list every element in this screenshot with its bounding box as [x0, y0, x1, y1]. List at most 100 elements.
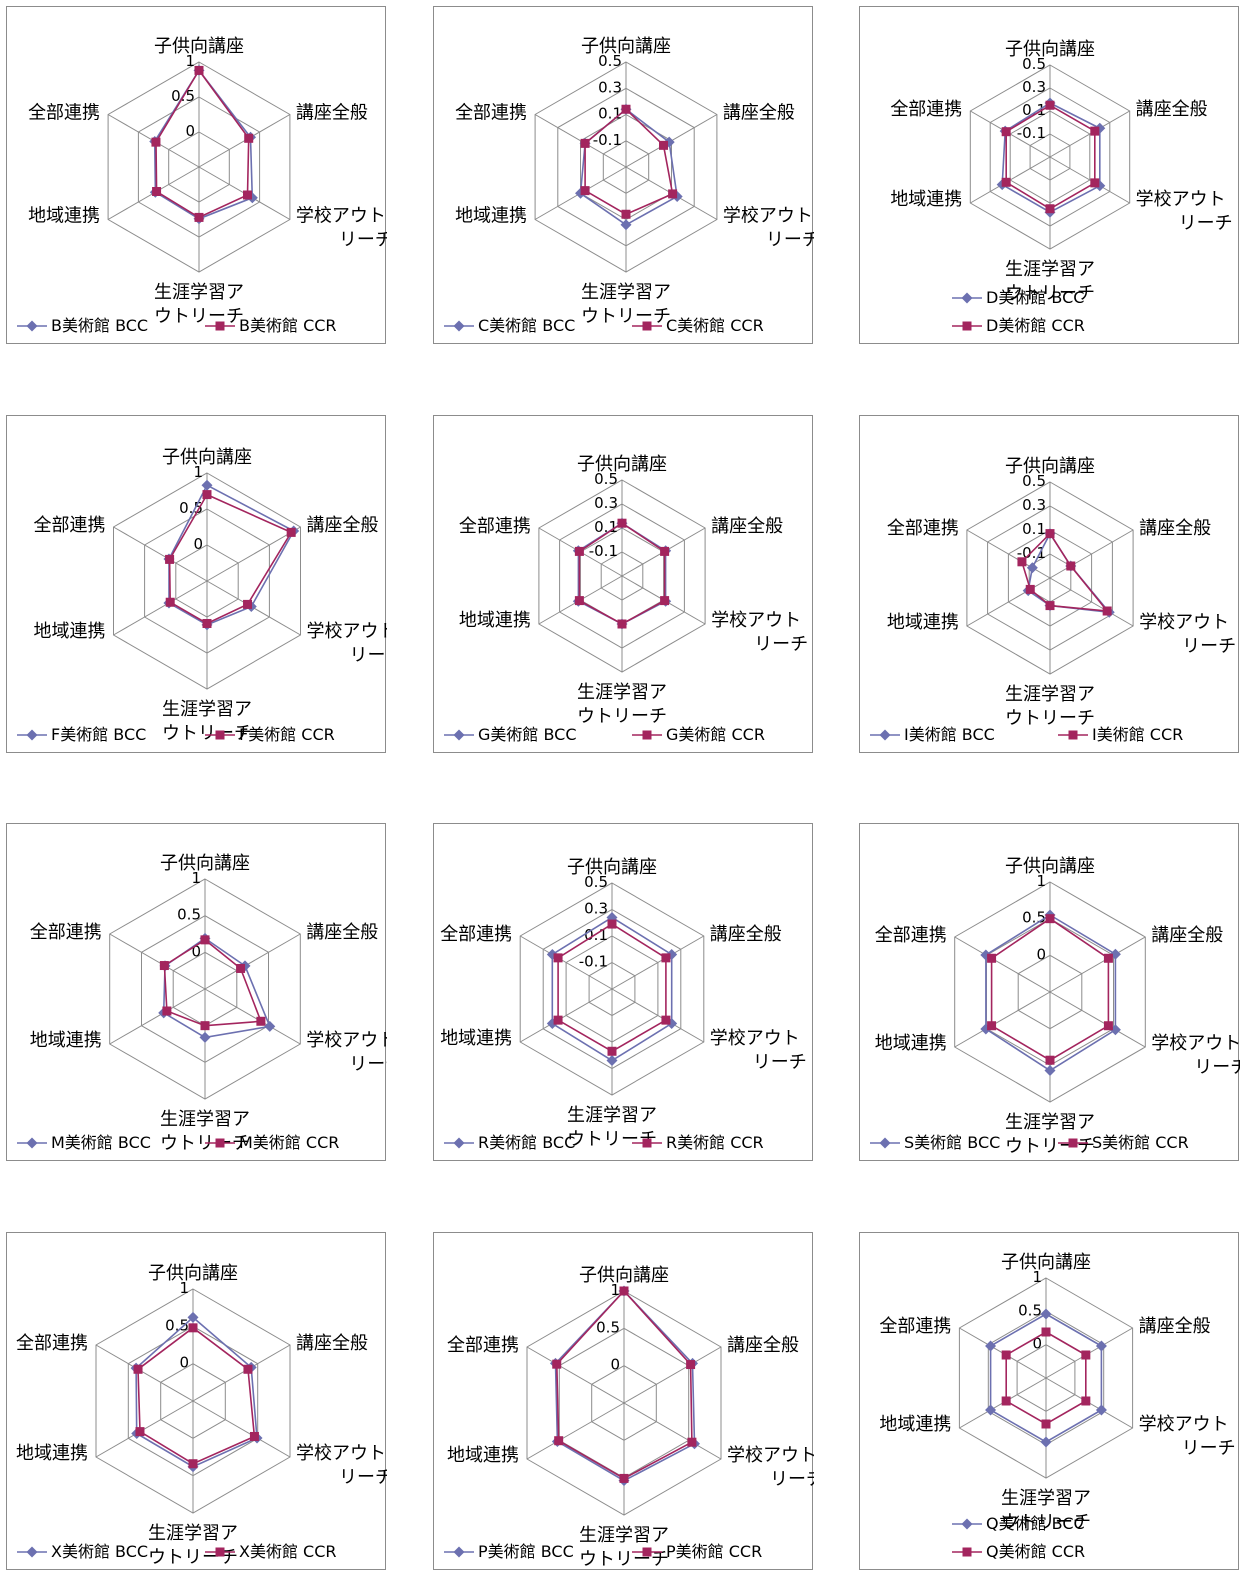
data-point-marker — [1090, 178, 1100, 188]
axis-label: リーチ — [349, 1054, 387, 1075]
data-point-marker — [620, 219, 632, 231]
data-point-marker — [546, 949, 558, 961]
data-point-marker — [553, 953, 563, 963]
radar-chart-svg: -0.10.10.30.5子供向講座講座全般学校アウトリーチ生涯学習アウトリーチ… — [444, 454, 808, 744]
data-point-marker — [985, 1340, 997, 1352]
data-point-marker — [188, 1323, 198, 1333]
data-point-marker — [1095, 1340, 1107, 1352]
grid-spoke — [623, 1346, 722, 1404]
axis-label: 子供向講座 — [1005, 456, 1095, 477]
legend-marker — [453, 1137, 465, 1149]
axis-label: 全部連携 — [887, 518, 959, 539]
axis-label: 全部連携 — [879, 1316, 951, 1337]
data-point-marker — [607, 1046, 617, 1056]
tick-label: 0.5 — [1022, 472, 1046, 490]
tick-label: 1 — [193, 463, 203, 481]
axis-label: 講座全般 — [710, 924, 782, 945]
legend-marker — [26, 1137, 38, 1149]
axis-label: 地域連携 — [447, 1445, 519, 1466]
tick-label: 0.5 — [594, 470, 618, 488]
axis-label: 講座全般 — [711, 516, 783, 537]
data-point-marker — [1103, 1021, 1113, 1031]
data-point-marker — [580, 186, 590, 196]
legend-marker — [26, 320, 38, 332]
tick-label: 0 — [185, 122, 195, 140]
data-point-marker — [1040, 1308, 1052, 1320]
grid-spoke — [109, 933, 206, 990]
data-point-marker — [202, 618, 212, 628]
grid-spoke — [611, 935, 705, 990]
axis-label: 全部連携 — [459, 516, 531, 537]
axis-label: 地域連携 — [459, 610, 531, 631]
tick-label: 0.1 — [1022, 520, 1046, 538]
axis-label: 地域連携 — [875, 1033, 947, 1054]
data-point-marker — [200, 935, 210, 945]
data-point-marker — [133, 1364, 143, 1374]
data-point-marker — [1045, 100, 1055, 110]
grid-spoke — [954, 991, 1051, 1048]
data-point-marker — [607, 919, 617, 929]
data-point-marker — [201, 479, 213, 491]
data-point-marker — [660, 596, 670, 606]
tick-label: 0 — [610, 1356, 620, 1374]
axis-label: 全部連携 — [890, 99, 962, 120]
legend-label: S美術館 BCC — [904, 1133, 1000, 1152]
grid-spoke — [966, 577, 1051, 627]
grid-spoke — [206, 526, 301, 582]
radar-chart-svg: 00.51子供向講座講座全般学校アウトリーチ生涯学習アウトリーチ地域連携全部連携… — [17, 36, 387, 335]
legend-marker — [215, 321, 225, 331]
legend-label: F美術館 BCC — [51, 725, 146, 744]
legend-marker — [26, 729, 38, 741]
legend-label: M美術館 BCC — [51, 1133, 151, 1152]
legend-marker — [1068, 1138, 1078, 1148]
axis-label: 学校アウト — [296, 206, 386, 227]
data-point-marker — [606, 1055, 618, 1067]
tick-label: 0 — [1036, 945, 1046, 963]
data-point-marker — [165, 554, 175, 564]
axis-label: 全部連携 — [455, 103, 527, 124]
axis-label: 地域連携 — [890, 189, 962, 210]
tick-label: 0.5 — [1022, 55, 1046, 73]
tick-label: 0.1 — [1022, 101, 1046, 119]
legend-marker — [453, 729, 465, 741]
axis-label: リーチ — [1182, 636, 1236, 657]
axis-label: 生涯学習ア — [148, 1523, 238, 1544]
data-point-marker — [159, 961, 169, 971]
grid-spoke — [192, 1344, 291, 1402]
axis-label: 学校アウト — [727, 1445, 814, 1466]
tick-label: -0.1 — [593, 131, 622, 149]
data-point-marker — [987, 1021, 997, 1031]
data-point-marker — [286, 527, 296, 537]
grid-spoke — [611, 988, 705, 1043]
legend-label: R美術館 CCR — [666, 1133, 764, 1152]
axis-label: 講座全般 — [723, 103, 795, 124]
tick-label: 0.5 — [177, 906, 201, 924]
data-point-marker — [1081, 1396, 1091, 1406]
legend-label: I美術館 BCC — [904, 725, 995, 744]
data-point-marker — [621, 104, 631, 114]
legend-label: P美術館 CCR — [666, 1542, 762, 1561]
legend-marker — [642, 1138, 652, 1148]
axis-label: 地域連携 — [28, 206, 100, 227]
axis-label: ウトリーチ — [1005, 708, 1095, 729]
axis-label: 地域連携 — [440, 1028, 512, 1049]
axis-label: 地域連携 — [879, 1414, 951, 1435]
axis-label: 生涯学習ア — [162, 699, 252, 720]
legend-label: Q美術館 CCR — [986, 1542, 1085, 1561]
axis-label: 子供向講座 — [577, 454, 667, 475]
data-point-marker — [1025, 584, 1035, 594]
radar-chart-panel: 00.51子供向講座講座全般学校アウトリーチ生涯学習アウトリーチ地域連携全部連携… — [6, 823, 387, 1161]
legend-label: R美術館 BCC — [478, 1133, 575, 1152]
legend-label: C美術館 BCC — [478, 316, 575, 335]
data-point-marker — [1041, 1327, 1051, 1337]
axis-label: 子供向講座 — [1001, 1252, 1091, 1273]
data-point-marker — [1045, 529, 1055, 539]
tick-label: -0.1 — [579, 953, 608, 971]
tick-label: 0.5 — [596, 1318, 620, 1336]
data-point-marker — [165, 597, 175, 607]
